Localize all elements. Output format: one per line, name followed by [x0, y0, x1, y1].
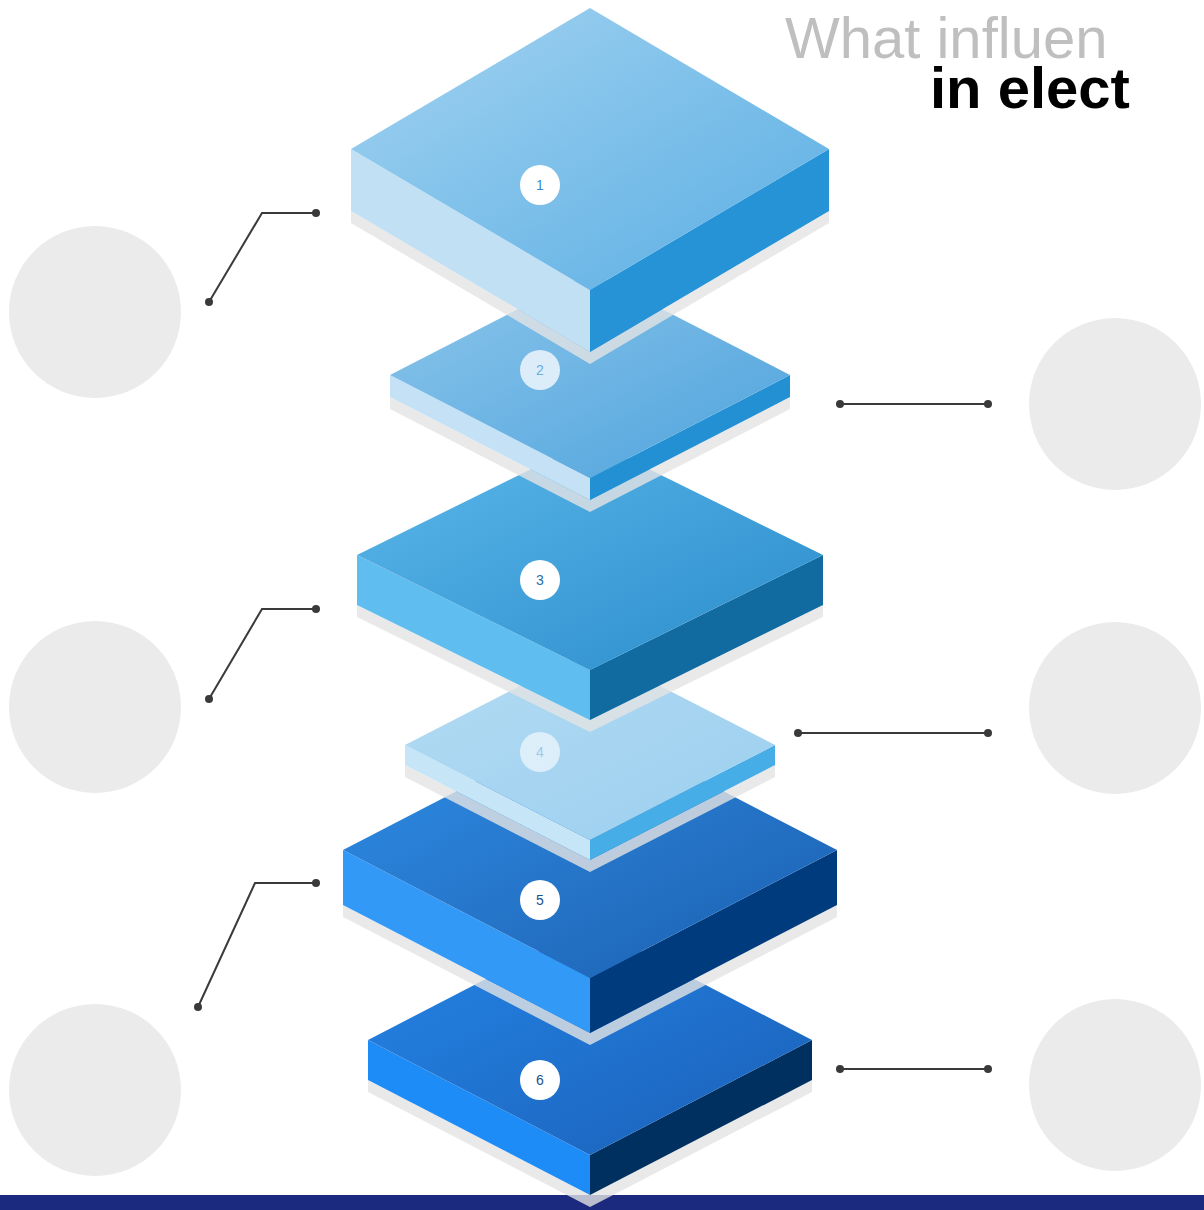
callout-number: 1 [520, 165, 560, 205]
slab-top-face [390, 272, 790, 478]
callout-number: 4 [520, 732, 560, 772]
placeholder-circle [1029, 318, 1201, 490]
leader-dot [836, 400, 844, 408]
leader-dot [205, 695, 213, 703]
leader-dot [312, 605, 320, 613]
leader-line [198, 883, 316, 1007]
leader-line [798, 732, 988, 734]
slab-shape [351, 8, 829, 364]
placeholder-circle [9, 621, 181, 793]
slab-top-face [368, 925, 812, 1155]
leader-dot [312, 879, 320, 887]
slab-top-face [343, 722, 837, 978]
stack-layer: 1 [351, 8, 829, 364]
callout-number: 5 [520, 880, 560, 920]
slab-top-face [351, 8, 829, 290]
leader-dot [836, 1065, 844, 1073]
leader-dot [205, 298, 213, 306]
leader-dot [794, 729, 802, 737]
leader-dot [984, 1065, 992, 1073]
leader-line [840, 403, 988, 405]
placeholder-circle [9, 226, 181, 398]
callout-number: 6 [520, 1060, 560, 1100]
leader-line [209, 609, 316, 699]
placeholder-circle [1029, 999, 1201, 1171]
placeholder-circle [1029, 622, 1201, 794]
leader-dot [984, 400, 992, 408]
leader-dot [312, 209, 320, 217]
slab-top-face [357, 440, 823, 670]
leader-line [840, 1068, 988, 1070]
callout-number: 3 [520, 560, 560, 600]
callout-number: 2 [520, 350, 560, 390]
leader-dot [194, 1003, 202, 1011]
leader-dot [984, 729, 992, 737]
leader-line [209, 213, 316, 302]
slide-title: What influen in elect [930, 13, 1145, 113]
placeholder-circle [9, 1004, 181, 1176]
